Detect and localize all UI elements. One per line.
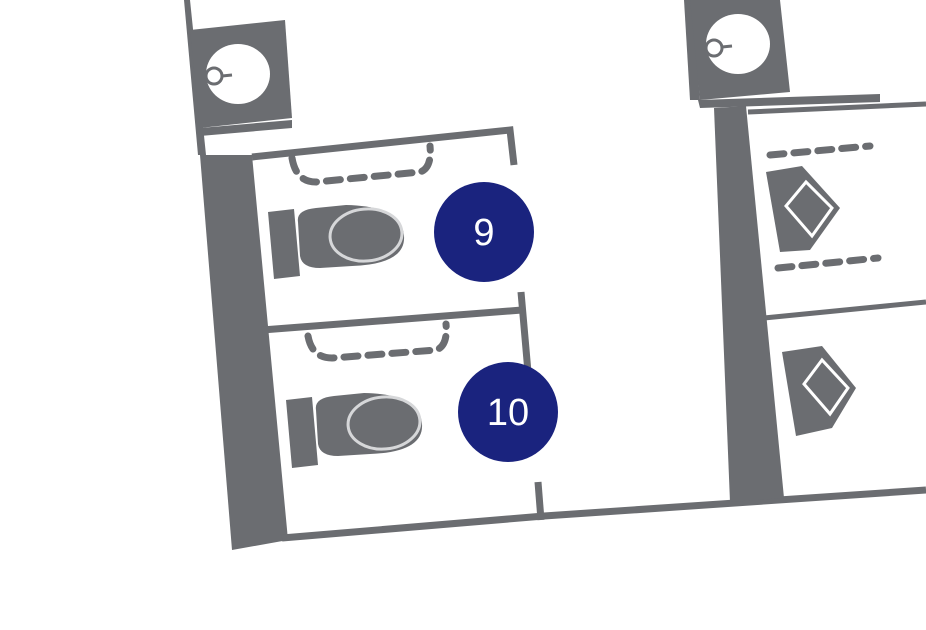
left-main-wall — [200, 155, 288, 550]
right-ledge — [698, 94, 880, 108]
stall-9-marker[interactable]: 9 — [434, 182, 534, 282]
sink-icon — [190, 20, 292, 128]
toilet-icon — [286, 393, 423, 468]
right-upper-wall — [684, 0, 700, 100]
urinal-icon — [766, 166, 840, 252]
right-upper-partition — [747, 101, 926, 115]
right-main-wall — [714, 106, 784, 502]
right-door-swing-bottom — [774, 254, 882, 272]
right-wall-block — [684, 0, 926, 502]
marker-circle — [434, 182, 534, 282]
right-door-swing-top — [766, 142, 874, 159]
urinal-icon — [782, 346, 856, 436]
left-sink-ledge — [200, 120, 292, 136]
left-stall-partitions — [251, 126, 926, 542]
marker-label: 10 — [487, 392, 529, 434]
right-middle-partition — [763, 299, 926, 321]
stall-9-top-wall — [251, 126, 518, 166]
marker-label: 9 — [473, 212, 494, 254]
toilet-icon — [268, 205, 405, 279]
sink-icon — [690, 0, 790, 100]
bottom-wall — [281, 486, 926, 542]
stall-9-door-swing — [288, 142, 434, 186]
stall-divider — [261, 306, 523, 334]
stall-10-door-swing — [304, 320, 450, 362]
stall-10-marker[interactable]: 10 — [458, 362, 558, 462]
marker-circle — [458, 362, 558, 462]
